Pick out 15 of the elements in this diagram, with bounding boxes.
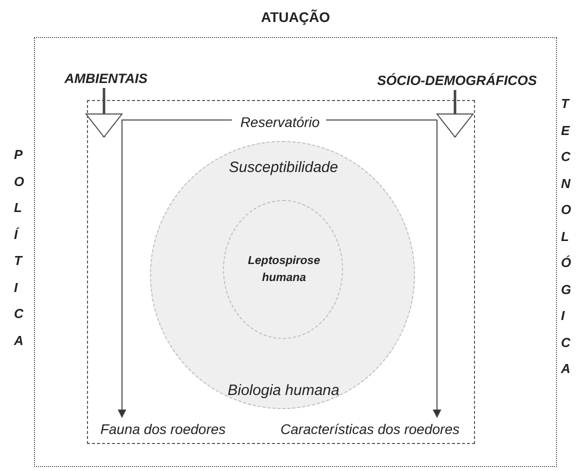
frame-title: ATUAÇÃO [260, 9, 331, 25]
factor-heading: AMBIENTAIS [59, 69, 153, 89]
arrow [324, 120, 441, 418]
side-label: POLÍTICA [14, 146, 31, 350]
circle-label: Susceptibilidade [228, 159, 340, 176]
block-arrow [436, 90, 474, 138]
dashed-frame [87, 100, 475, 444]
block-arrow [86, 88, 122, 138]
side-label: TECNOLÓGICA [561, 95, 578, 378]
circle-label: Leptospirose humana [246, 254, 322, 286]
circle-label: Biologia humana [226, 382, 340, 399]
factor-heading: SÓCIO-DEMOGRÁFICOS [369, 71, 545, 91]
outcome-text: Fauna dos roedores [92, 419, 234, 439]
arrow [118, 120, 232, 418]
outcome-text: Características dos roedores [270, 419, 470, 439]
